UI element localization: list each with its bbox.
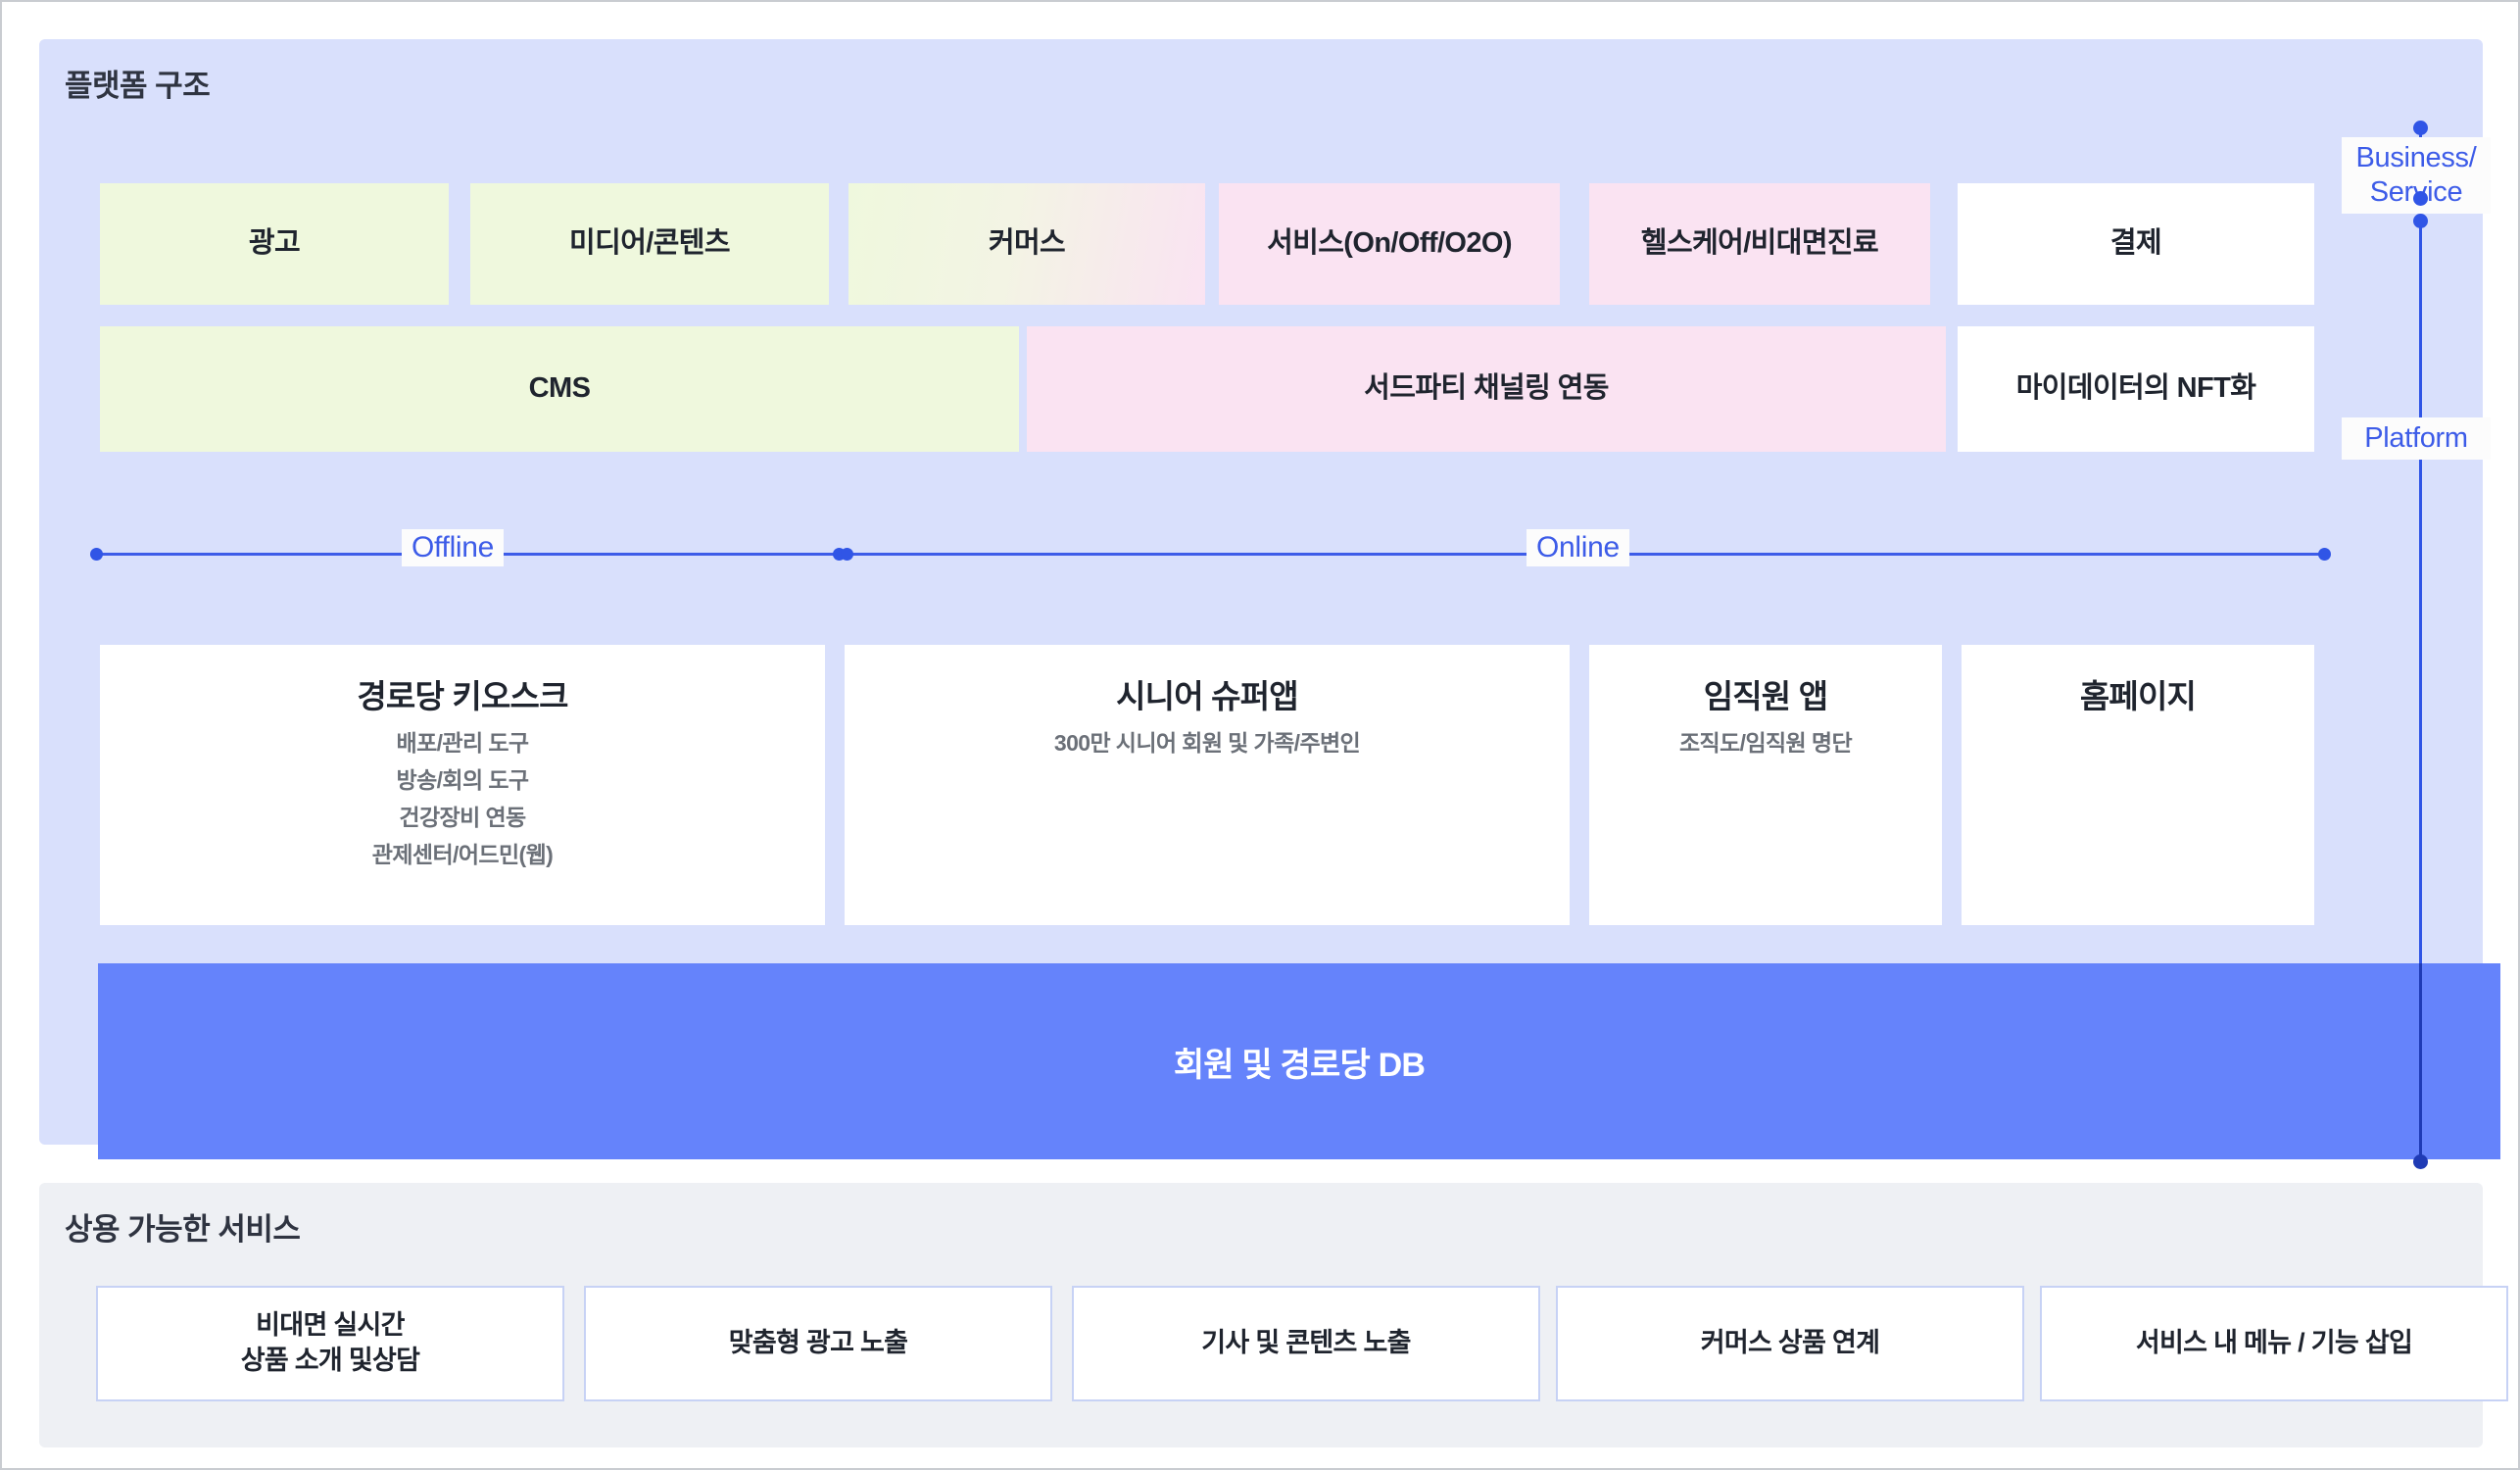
business-box-2[interactable]: 미디어/콘텐츠 — [470, 183, 829, 305]
business-wide-box-3[interactable]: 마이데이터의 NFT화 — [1958, 326, 2314, 452]
service-box-5[interactable]: 서비스 내 메뉴 / 기능 삽입 — [2040, 1286, 2508, 1401]
axis-dot-4 — [2318, 548, 2331, 561]
platform-panel-title: 플랫폼 구조 — [65, 69, 211, 103]
axis-dot-1 — [90, 548, 103, 561]
service-box-1[interactable]: 비대면 실시간 상품 소개 및상담 — [96, 1286, 564, 1401]
platform-card-subtitle: 건강장비 연동 — [399, 804, 526, 830]
axis-online-label: Online — [1527, 529, 1629, 566]
business-box-label: 결제 — [2109, 227, 2162, 260]
service-box-label: 비대면 실시간 상품 소개 및상담 — [240, 1310, 420, 1375]
business-box-5[interactable]: 헬스케어/비대면진료 — [1589, 183, 1930, 305]
axis-dot-3 — [841, 548, 853, 561]
business-wide-box-1[interactable]: CMS — [100, 326, 1019, 452]
service-box-label: 기사 및 콘텐츠 노출 — [1201, 1328, 1411, 1358]
service-box-label: 커머스 상품 연계 — [1700, 1328, 1880, 1358]
member-db-label: 회원 및 경로당 DB — [1173, 1046, 1426, 1084]
vaxis-business-line1: Business/ — [2355, 142, 2477, 173]
business-wide-box-label: 서드파티 채널링 연동 — [1364, 372, 1609, 405]
service-box-label: 맞춤형 광고 노출 — [728, 1328, 908, 1358]
vaxis-dot-business-end — [2413, 191, 2428, 206]
business-box-4[interactable]: 서비스(On/Off/O2O) — [1219, 183, 1560, 305]
service-box-label: 서비스 내 메뉴 / 기능 삽입 — [2135, 1328, 2413, 1358]
business-wide-box-label: 마이데이터의 NFT화 — [2015, 372, 2256, 405]
business-wide-box-label: CMS — [528, 372, 591, 405]
member-db-bar: 회원 및 경로당 DB — [98, 963, 2500, 1159]
service-box-4[interactable]: 커머스 상품 연계 — [1556, 1286, 2024, 1401]
platform-card-subtitle: 관제센터/어드민(웹) — [371, 841, 554, 867]
platform-card-subtitle: 300만 시니어 회원 및 가족/주변인 — [1053, 730, 1361, 756]
business-box-6[interactable]: 결제 — [1958, 183, 2314, 305]
platform-card-subtitle: 방송/회의 도구 — [396, 766, 530, 793]
services-panel-title: 상용 가능한 서비스 — [65, 1212, 301, 1247]
platform-card-subtitle: 조직도/임직원 명단 — [1678, 730, 1853, 756]
axis-offline-label: Offline — [402, 529, 505, 566]
platform-card-4[interactable]: 홈페이지 — [1962, 645, 2314, 925]
service-box-2[interactable]: 맞춤형 광고 노출 — [584, 1286, 1052, 1401]
business-box-1[interactable]: 광고 — [100, 183, 449, 305]
business-box-label: 커머스 — [988, 227, 1066, 260]
platform-card-title: 시니어 슈퍼앱 — [1116, 678, 1299, 714]
platform-card-subtitle: 배포/관리 도구 — [396, 730, 530, 756]
vaxis-platform-segment-over-db — [2419, 963, 2422, 1162]
business-box-label: 광고 — [248, 227, 301, 260]
business-box-label: 헬스케어/비대면진료 — [1640, 227, 1879, 260]
business-wide-box-2[interactable]: 서드파티 채널링 연동 — [1027, 326, 1946, 452]
business-box-label: 미디어/콘텐츠 — [569, 227, 731, 260]
service-box-3[interactable]: 기사 및 콘텐츠 노출 — [1072, 1286, 1540, 1401]
platform-card-title: 경로당 키오스크 — [357, 678, 568, 714]
business-box-3[interactable]: 커머스 — [848, 183, 1205, 305]
vaxis-platform-label: Platform — [2342, 417, 2491, 460]
platform-structure-panel: 플랫폼 구조 광고 미디어/콘텐츠 커머스 서비스(On/Off/O2O) 헬스케어/비… — [39, 39, 2500, 1169]
platform-card-title: 임직원 앱 — [1703, 678, 1828, 714]
vaxis-dot-bottom — [2413, 1154, 2428, 1169]
platform-card-title: 홈페이지 — [2079, 678, 2197, 714]
business-box-label: 서비스(On/Off/O2O) — [1267, 227, 1512, 260]
platform-card-2[interactable]: 시니어 슈퍼앱 300만 시니어 회원 및 가족/주변인 — [845, 645, 1570, 925]
vaxis-platform-segment-upper — [2419, 220, 2422, 963]
